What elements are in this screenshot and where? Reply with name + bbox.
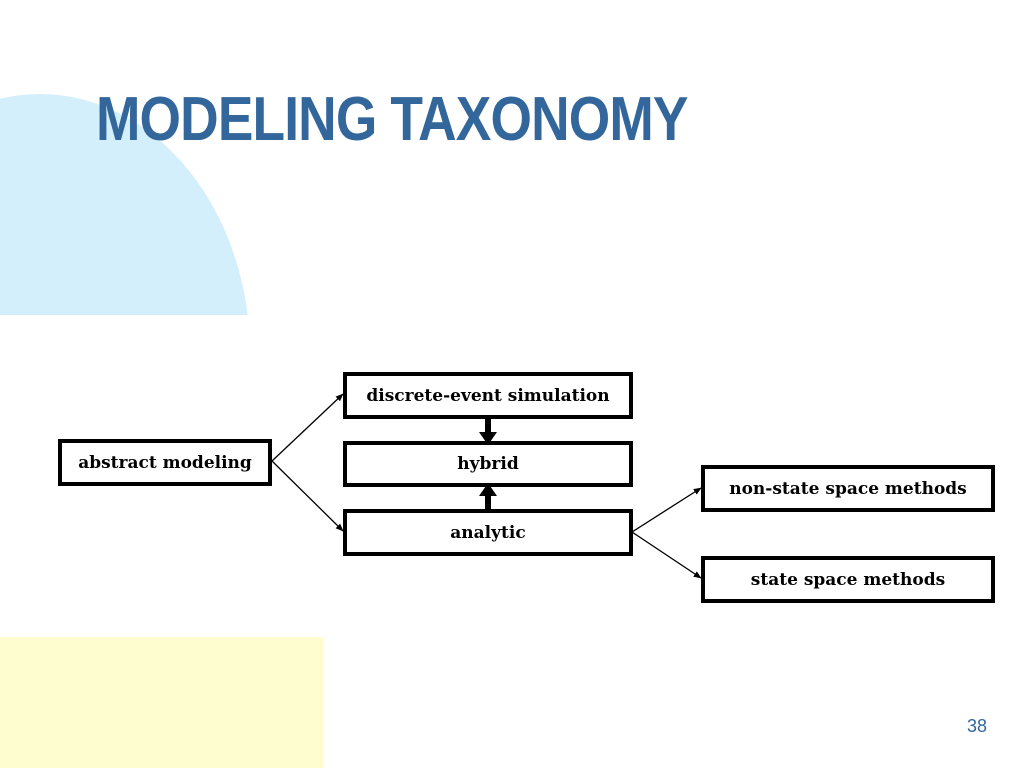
node-non-state-space-methods: non-state space methods: [701, 465, 995, 512]
edge-abstract-to-discrete: [271, 393, 344, 462]
page-number: 38: [966, 716, 987, 736]
edge-abstract-to-analytic: [271, 460, 344, 532]
decor-blue-shape: [0, 0, 260, 315]
node-state-space-methods: state space methods: [701, 556, 995, 603]
slide-title: MODELING TAXONOMY: [96, 85, 688, 154]
edge-analytic-to-state: [631, 531, 702, 579]
arrowhead-discrete-to-hybrid: [479, 432, 497, 445]
node-analytic: analytic: [343, 509, 633, 556]
decor-yellow-shape: [0, 637, 323, 768]
node-abstract-modeling: abstract modeling: [58, 439, 272, 486]
node-discrete-event-simulation: discrete-event simulation: [343, 372, 633, 419]
edge-analytic-to-non-state: [631, 487, 702, 533]
arrowhead-analytic-to-hybrid: [479, 483, 497, 496]
node-hybrid: hybrid: [343, 441, 633, 487]
